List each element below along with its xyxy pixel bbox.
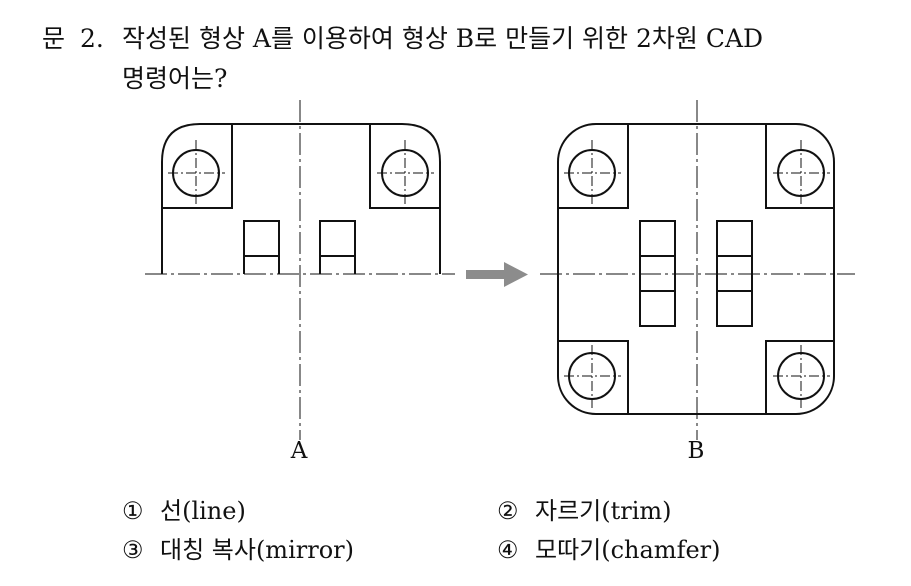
option-4-mark: ④ xyxy=(497,536,519,564)
question-number: 2. xyxy=(80,24,104,53)
question-number-block: 문 2. xyxy=(42,24,122,54)
option-1-text: 선(line) xyxy=(160,497,246,525)
shape-a-corner-box-left xyxy=(162,124,233,209)
option-2-text: 자르기(trim) xyxy=(535,497,672,525)
shape-b-slot-left xyxy=(639,220,676,327)
shape-b-outline xyxy=(557,123,835,415)
label-a: A xyxy=(290,438,308,464)
option-1[interactable]: ① 선(line) xyxy=(122,496,246,526)
option-2-mark: ② xyxy=(497,497,519,525)
shape-b-hole-centerlines xyxy=(564,140,830,408)
option-3-text: 대칭 복사(mirror) xyxy=(160,536,354,564)
option-4-text: 모따기(chamfer) xyxy=(535,536,721,564)
option-3[interactable]: ③ 대칭 복사(mirror) xyxy=(122,535,354,565)
shape-a-outline xyxy=(161,123,441,274)
shape-b-corner-box-bl xyxy=(558,340,629,414)
question-line-2: 명령어는? xyxy=(122,64,227,94)
shape-b xyxy=(540,100,855,440)
option-2[interactable]: ② 자르기(trim) xyxy=(497,496,672,526)
shape-a-slot-right xyxy=(319,220,356,274)
shape-b-slot-right xyxy=(716,220,753,327)
shape-b-centerlines xyxy=(540,100,855,440)
shape-b-corner-box-br xyxy=(765,340,834,414)
question-text-line2: 명령어는? xyxy=(122,64,228,93)
shape-b-corner-box-tr xyxy=(765,124,834,209)
shape-a xyxy=(145,100,455,440)
option-1-mark: ① xyxy=(122,497,144,525)
shape-b-corner-box-tl xyxy=(558,124,629,209)
option-3-mark: ③ xyxy=(122,536,144,564)
question-prefix: 문 xyxy=(42,24,66,53)
shape-a-corner-box-right xyxy=(369,124,440,209)
right-arrow-icon xyxy=(466,262,528,287)
shape-a-centerlines xyxy=(145,100,455,440)
label-b: B xyxy=(688,438,705,464)
option-4[interactable]: ④ 모따기(chamfer) xyxy=(497,535,721,565)
question-line-1: 문 2. 작성된 형상 A를 이용하여 형상 B로 만들기 위한 2차원 CAD xyxy=(42,24,763,54)
question-text-line1: 작성된 형상 A를 이용하여 형상 B로 만들기 위한 2차원 CAD xyxy=(122,24,764,53)
shape-a-hole-centerlines xyxy=(168,140,434,204)
shape-a-slot-left xyxy=(243,220,280,274)
